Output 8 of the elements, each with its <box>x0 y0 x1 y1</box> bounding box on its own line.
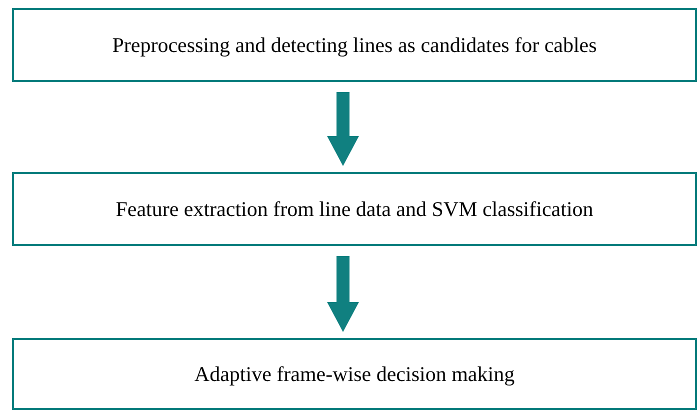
process-box <box>12 338 697 410</box>
box-text: Preprocessing and detecting lines as candidates for cables <box>112 32 597 58</box>
box-text: Adaptive frame-wise decision making <box>194 360 515 388</box>
arrow <box>327 92 359 166</box>
process-box <box>12 8 697 82</box>
arrow <box>327 256 359 332</box>
process-box <box>12 172 697 246</box>
box-text: Feature extraction from line data and SVM classification <box>116 196 594 222</box>
